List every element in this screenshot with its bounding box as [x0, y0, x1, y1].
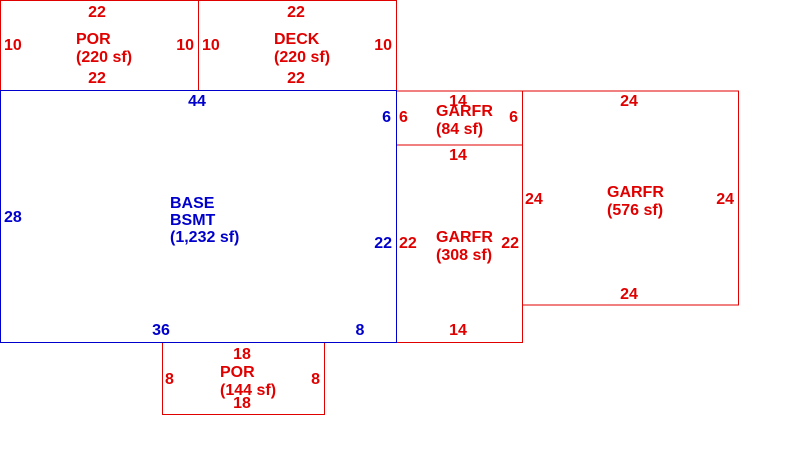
- por-top-area: 22 22 10 10 POR (220 sf): [4, 4, 194, 87]
- base-name: BASE: [170, 195, 215, 212]
- base-outline: [0, 90, 397, 343]
- por-bottom-size: (144 sf): [220, 382, 276, 399]
- garfr-small-dim-left: 6: [399, 109, 408, 126]
- base-dim-right-lower: 22: [374, 235, 392, 252]
- por-top-name: POR: [76, 31, 111, 48]
- garfr-mid-name: GARFR: [436, 229, 493, 246]
- base-area: 44 28 6 22 36 8 BASE BSMT (1,232 sf): [4, 93, 392, 339]
- garfr-mid-size: (308 sf): [436, 247, 492, 264]
- garfr-big-dim-right: 24: [716, 191, 734, 208]
- garfr-big-area: 24 24 24 24 GARFR (576 sf): [525, 93, 734, 303]
- por-bottom-dim-bottom: 18: [233, 395, 251, 412]
- base-dim-bottom-right: 8: [356, 322, 365, 339]
- garfr-small-size: (84 sf): [436, 121, 483, 138]
- garfr-mid-area: 14 14 22 22 GARFR (308 sf): [399, 147, 519, 339]
- base-dim-right-upper: 6: [382, 109, 391, 126]
- deck-size: (220 sf): [274, 49, 330, 66]
- deck-dim-top: 22: [287, 4, 305, 21]
- garfr-mid-dim-right: 22: [501, 235, 519, 252]
- garfr-big-dim-top: 24: [620, 93, 638, 110]
- por-top-size: (220 sf): [76, 49, 132, 66]
- base-name-2: BSMT: [170, 212, 216, 229]
- por-top-dim-top: 22: [88, 4, 106, 21]
- por-bottom-name: POR: [220, 364, 255, 381]
- por-bottom-dim-right: 8: [311, 371, 320, 388]
- por-bottom-area: 18 18 8 8 POR (144 sf): [165, 346, 320, 412]
- garfr-mid-dim-top: 14: [449, 147, 467, 164]
- deck-area: 22 22 10 10 DECK (220 sf): [202, 4, 392, 87]
- base-dim-bottom-left: 36: [152, 322, 170, 339]
- deck-dim-bottom: 22: [287, 70, 305, 87]
- por-top-dim-left: 10: [4, 37, 22, 54]
- garfr-big-dim-left: 24: [525, 191, 543, 208]
- deck-name: DECK: [274, 31, 320, 48]
- garfr-small-name: GARFR: [436, 103, 493, 120]
- base-dim-top: 44: [188, 93, 206, 110]
- por-top-dim-bottom: 22: [88, 70, 106, 87]
- garfr-big-outline: [522, 90, 739, 306]
- garfr-big-name: GARFR: [607, 184, 664, 201]
- por-bottom-dim-left: 8: [165, 371, 174, 388]
- garfr-small-area: 14 6 6 GARFR (84 sf): [399, 93, 518, 138]
- garfr-small-dim-top: 14: [449, 93, 467, 110]
- deck-dim-left: 10: [202, 37, 220, 54]
- garfr-big-dim-bottom: 24: [620, 286, 638, 303]
- garfr-big-size: (576 sf): [607, 202, 663, 219]
- garfr-mid-dim-bottom: 14: [449, 322, 467, 339]
- deck-dim-right: 10: [374, 37, 392, 54]
- garfr-mid-dim-left: 22: [399, 235, 417, 252]
- base-dim-left: 28: [4, 209, 22, 226]
- base-size: (1,232 sf): [170, 229, 239, 246]
- garfr-small-dim-right: 6: [509, 109, 518, 126]
- por-bottom-dim-top: 18: [233, 346, 251, 363]
- por-top-dim-right: 10: [176, 37, 194, 54]
